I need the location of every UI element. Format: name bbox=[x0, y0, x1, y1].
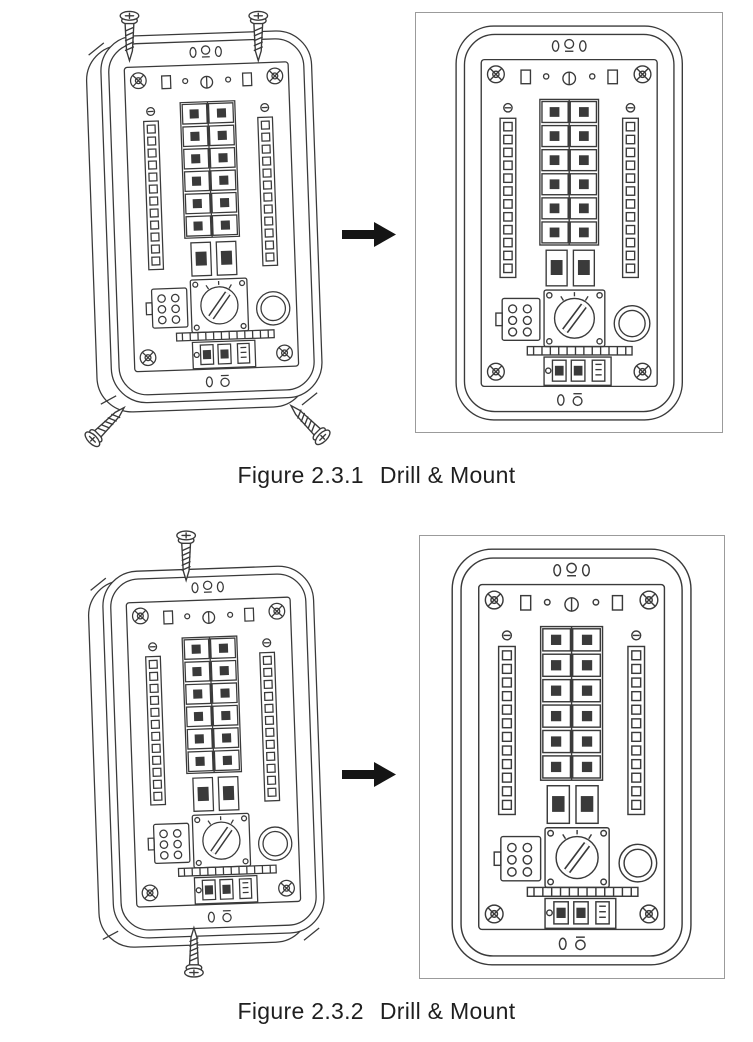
figure-title-2: Drill & Mount bbox=[379, 998, 516, 1024]
front-panel-illustration-2 bbox=[450, 547, 693, 967]
right-arrow-icon bbox=[342, 762, 396, 787]
figure-title-1: Drill & Mount bbox=[379, 462, 516, 488]
figure-label-2: Figure 2.3.2 bbox=[237, 998, 364, 1024]
front-panel-illustration-1 bbox=[454, 24, 684, 422]
screw-bottom-right bbox=[283, 398, 334, 448]
figure-caption-1: Figure 2.3.1 Drill & Mount bbox=[0, 462, 753, 489]
right-arrow-shape bbox=[342, 222, 396, 247]
right-arrow-icon bbox=[342, 222, 396, 247]
isometric-panel-illustration-2 bbox=[87, 530, 352, 978]
isometric-panel bbox=[85, 30, 323, 413]
mounted-panel-frame-2 bbox=[419, 535, 725, 979]
mounted-panel-frame-1 bbox=[415, 12, 723, 433]
isometric-panel-illustration-1 bbox=[82, 10, 334, 450]
isometric-panel bbox=[87, 565, 325, 948]
figure-caption-2: Figure 2.3.2 Drill & Mount bbox=[0, 998, 753, 1025]
screw-bottom-left bbox=[82, 400, 132, 450]
figure-label-1: Figure 2.3.1 bbox=[237, 462, 364, 488]
right-arrow-shape bbox=[342, 762, 396, 787]
